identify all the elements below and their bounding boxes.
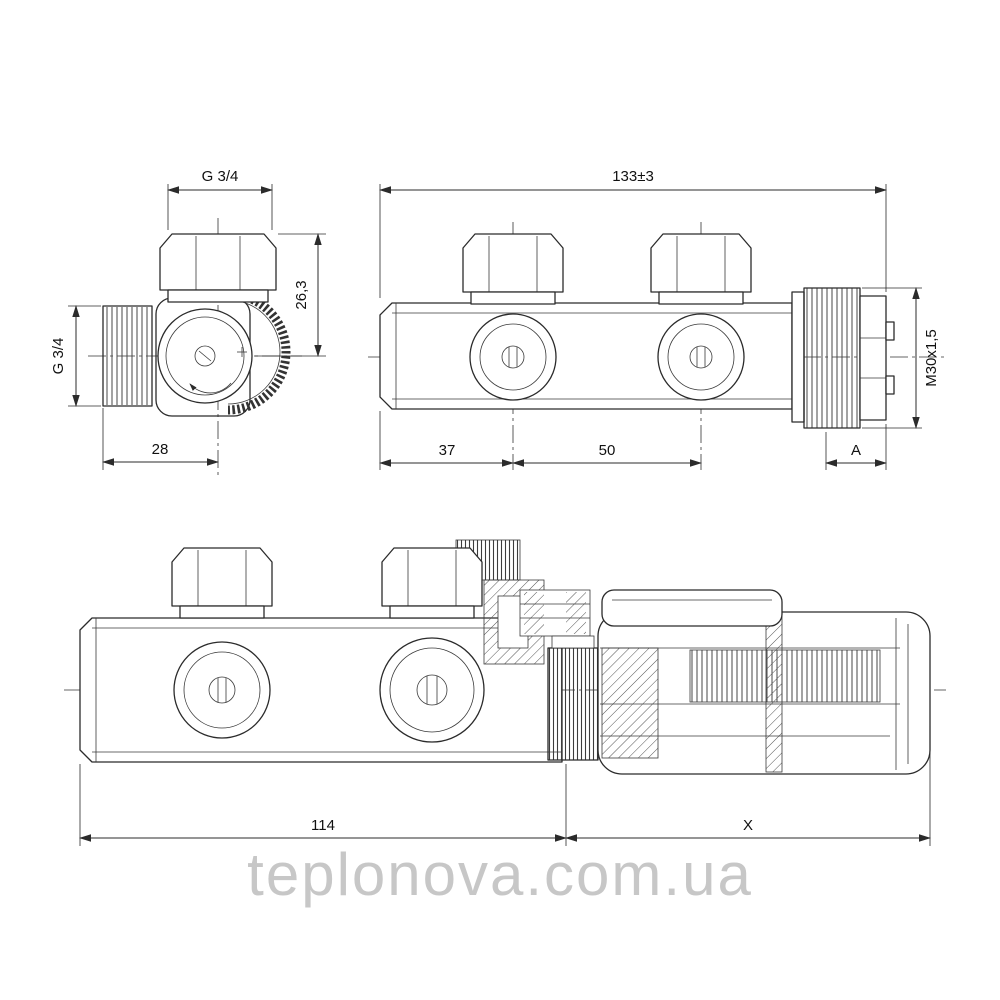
section-coupling-ring <box>547 635 599 761</box>
dimension-side-top: G 3/4 <box>167 168 273 230</box>
dim-label-side-left: G 3/4 <box>50 338 67 375</box>
screw-slot <box>198 350 212 362</box>
section-view: 114 X <box>64 539 946 846</box>
dimension-section-head: X <box>565 726 931 846</box>
front-union-nut-2 <box>650 233 752 305</box>
dimension-front-bottom: 37 50 A <box>379 411 887 470</box>
dim-label-front-50: 50 <box>599 442 616 459</box>
side-tailpiece-thread <box>102 305 153 407</box>
side-view: G 3/4 G 3/4 26,3 28 <box>50 168 326 475</box>
thermostatic-head <box>597 589 931 775</box>
front-port-2 <box>657 313 745 401</box>
section-port-1 <box>173 641 271 739</box>
side-port <box>157 308 253 404</box>
dimension-section-body: 114 <box>79 764 567 846</box>
dimension-side-left: G 3/4 <box>50 305 101 407</box>
dim-label-section-114: 114 <box>311 817 335 834</box>
dim-label-front-A: A <box>851 442 861 459</box>
front-port-1 <box>469 313 557 401</box>
dimension-side-right: 26,3 <box>254 233 326 357</box>
dim-label-side-bottom: 28 <box>152 441 169 458</box>
front-union-nut-1 <box>462 233 564 305</box>
section-union-nut-2 <box>381 547 483 619</box>
front-view: 133±3 M30x1,5 37 50 A <box>368 168 946 470</box>
head-spring <box>689 649 881 703</box>
head-cap <box>601 589 783 627</box>
dim-label-side-right: 26,3 <box>293 280 310 309</box>
section-union-nut-1 <box>171 547 273 619</box>
dimension-side-bottom: 28 <box>102 408 219 470</box>
plus-icon <box>237 347 247 357</box>
watermark-text: teplonova.com.ua <box>247 841 753 908</box>
rotation-arrow-icon <box>189 382 232 394</box>
dimension-front-total: 133±3 <box>379 168 887 298</box>
front-m30-adapter <box>791 287 895 429</box>
dim-label-front-total: 133±3 <box>612 168 654 185</box>
dim-label-front-37: 37 <box>439 442 456 459</box>
section-port-2 <box>379 637 485 743</box>
dim-label-section-X: X <box>743 817 753 834</box>
section-bonnet <box>519 589 591 637</box>
dim-label-side-top: G 3/4 <box>202 168 239 185</box>
dim-label-front-thread: M30x1,5 <box>923 329 940 387</box>
side-union-nut <box>159 233 277 303</box>
dimension-front-thread: M30x1,5 <box>862 287 940 429</box>
